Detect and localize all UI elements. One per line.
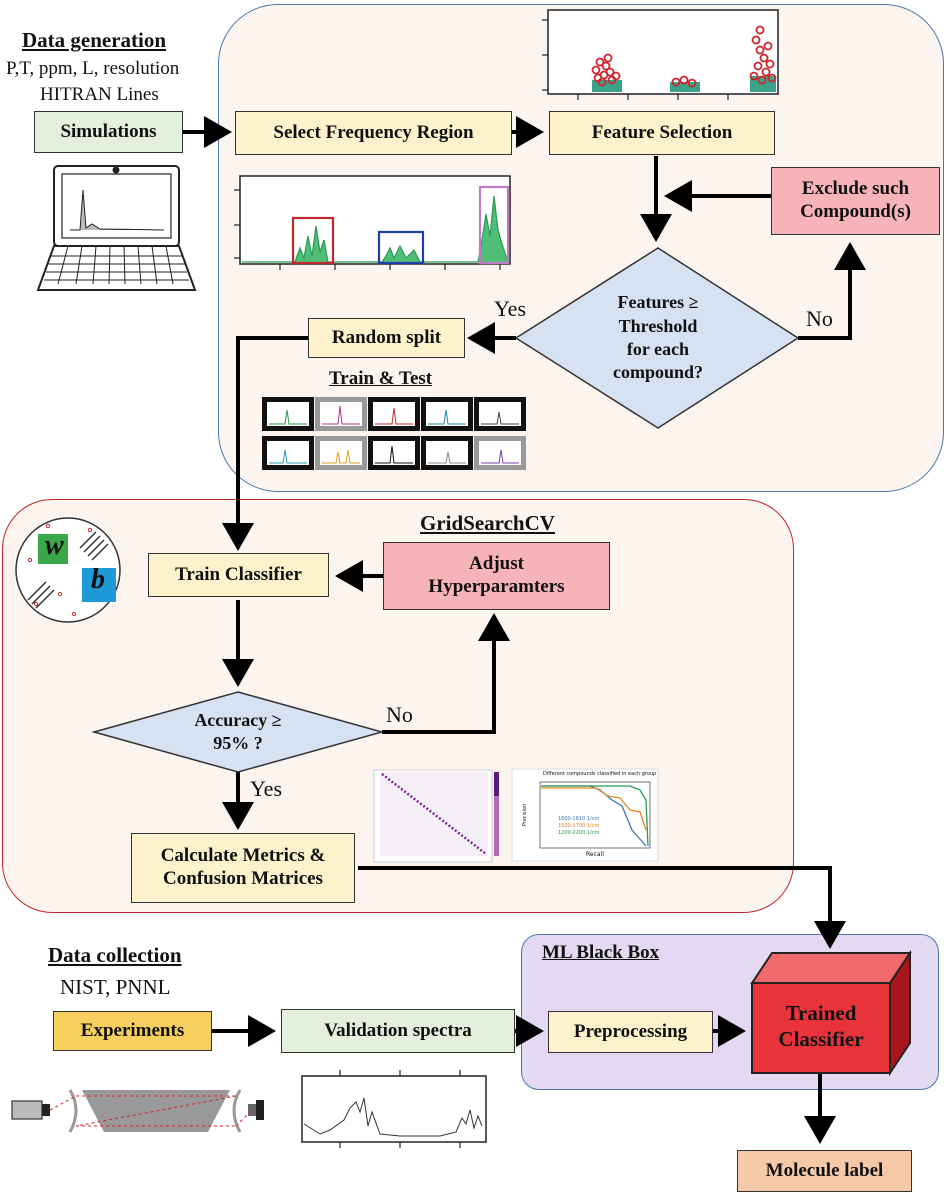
accuracy-decision-diamond <box>91 691 385 773</box>
random-split-box: Random split <box>308 318 465 358</box>
decision-line-2: Threshold <box>618 315 698 336</box>
spectrum-regions-plot <box>234 175 511 270</box>
generation-params-text: P,T, ppm, L, resolution <box>6 58 180 79</box>
threshold-yes-label: Yes <box>494 296 527 321</box>
decision-line-1: Features ≥ <box>617 292 699 313</box>
validation-spectra-box: Validation spectra <box>281 1009 515 1053</box>
trained-line-1: Trained <box>785 1001 857 1025</box>
select-frequency-region-box: Select Frequency Region <box>235 111 512 155</box>
confusion-matrix-plot <box>373 769 499 863</box>
train-test-header: Train & Test <box>329 368 433 389</box>
b-symbol: b <box>91 564 105 595</box>
data-generation-header: Data generation <box>22 28 167 52</box>
trained-classifier-cube <box>750 949 912 1077</box>
exclude-compounds-box: Exclude such Compound(s) <box>771 167 940 235</box>
simulations-box: Simulations <box>34 111 183 153</box>
pr-chart-title: Different compounds classified in each g… <box>543 771 657 777</box>
gridsearchcv-header: GridSearchCV <box>420 511 555 535</box>
validation-spectrum-plot <box>301 1070 487 1148</box>
trained-line-2: Classifier <box>778 1027 864 1052</box>
hitran-lines-text: HITRAN Lines <box>40 84 159 105</box>
accuracy-no-label: No <box>386 702 413 727</box>
pr-chart-ylabel: Precision <box>522 803 529 827</box>
optical-cell-illustration <box>11 1089 264 1133</box>
accuracy-yes-label: Yes <box>250 776 283 801</box>
preprocessing-box: Preprocessing <box>548 1011 713 1053</box>
adjust-line-1: Adjust <box>469 553 524 575</box>
exclude-line-2: Compound(s) <box>800 201 911 222</box>
data-sources-text: NIST, PNNL <box>60 975 171 999</box>
exclude-line-1: Exclude such <box>801 178 910 200</box>
calculate-metrics-box: Calculate Metrics & Confusion Matrices <box>131 833 355 903</box>
data-collection-header: Data collection <box>48 943 182 967</box>
pr-chart-xlabel: Recall <box>586 851 604 858</box>
feature-scatter-plot <box>542 9 779 100</box>
precision-recall-plot <box>511 768 659 862</box>
adjust-line-2: Hyperparamters <box>428 576 565 597</box>
adjust-hyperparameters-box: Adjust Hyperparamters <box>383 542 610 610</box>
accuracy-decision-text: Accuracy ≥ 95% ? <box>158 704 318 760</box>
laptop-illustration <box>36 165 197 291</box>
metrics-line-1: Calculate Metrics & <box>160 845 326 867</box>
ml-black-box-header: ML Black Box <box>542 942 660 963</box>
pr-legend-1: 1600-1610 1/cm <box>558 816 600 822</box>
decision-line-3: for each <box>626 339 690 359</box>
threshold-decision-text: Features ≥ Threshold for each compound? <box>556 282 760 394</box>
accuracy-line-1: Accuracy ≥ <box>194 709 282 730</box>
w-symbol: w <box>45 530 64 561</box>
train-classifier-box: Train Classifier <box>148 553 329 597</box>
threshold-no-label: No <box>806 306 833 331</box>
accuracy-line-2: 95% ? <box>213 733 263 753</box>
molecule-label-box: Molecule label <box>737 1150 912 1192</box>
experiments-box: Experiments <box>53 1011 212 1051</box>
train-test-thumbnails <box>262 397 526 470</box>
trained-classifier-text: Trained Classifier <box>752 1000 890 1053</box>
decision-line-4: compound? <box>612 362 704 383</box>
weights-bias-illustration <box>15 517 121 623</box>
pr-legend-2: 1600-1700 1/cm <box>558 823 600 829</box>
threshold-decision-diamond <box>514 247 800 429</box>
feature-selection-box: Feature Selection <box>549 111 775 155</box>
pr-legend-3: 1200-2200 1/cm <box>558 830 600 836</box>
metrics-line-2: Confusion Matrices <box>163 868 323 889</box>
